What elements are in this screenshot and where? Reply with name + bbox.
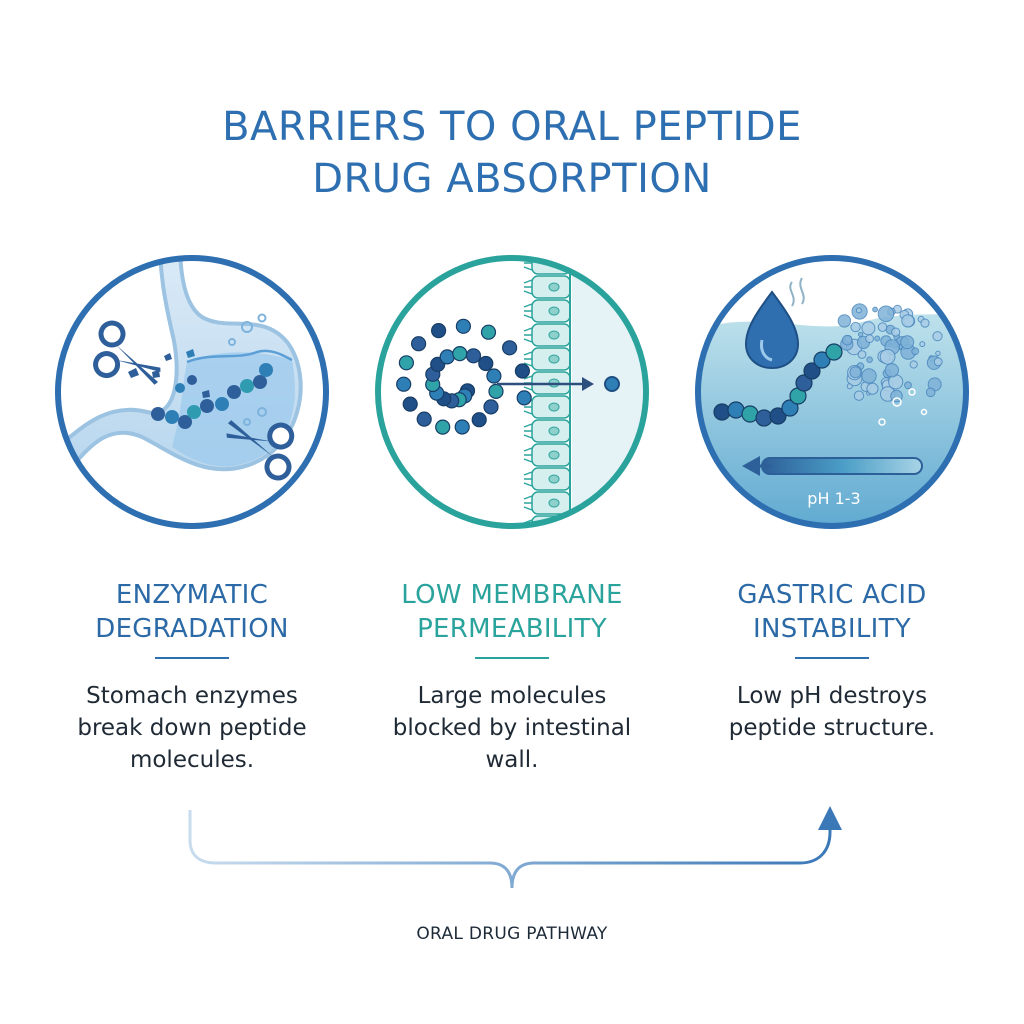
panel-3-divider [795, 657, 869, 659]
panel-2-description: Large molecules blocked by intestinal wa… [362, 680, 662, 776]
water-drop-icon [744, 290, 800, 370]
intestinal-wall-icon [523, 258, 571, 526]
panel-3-heading-line-2: INSTABILITY [753, 614, 911, 644]
panel-3-heading-line-1: GASTRIC ACID [737, 580, 927, 610]
panel-1-heading-line-1: ENZYMATIC [115, 580, 269, 610]
peptide-chain-icon [396, 318, 532, 435]
panel-2-heading: LOW MEMBRANE PERMEABILITY [362, 578, 662, 646]
panel-2-desc-line-2: blocked by intestinal [392, 715, 632, 741]
panel-1-desc-line-3: molecules. [129, 747, 255, 773]
panel-1-description: Stomach enzymes break down peptide molec… [42, 680, 342, 776]
panel-2-desc-line-3: wall. [485, 747, 539, 773]
ph-label: pH 1-3 [807, 489, 860, 508]
panel-2-heading-line-2: PERMEABILITY [417, 614, 607, 644]
title-line-1: BARRIERS TO ORAL PEPTIDE [222, 103, 802, 150]
peptide-fragments [128, 349, 273, 429]
panel-1-divider [155, 657, 229, 659]
membrane-permeability-illustration [375, 255, 649, 529]
panel-3-desc-line-1: Low pH destroys [736, 683, 928, 709]
enzymatic-degradation-illustration [55, 255, 329, 529]
dissolving-peptide [713, 303, 943, 427]
panel-1-heading: ENZYMATIC DEGRADATION [42, 578, 342, 646]
pathway-label: ORAL DRUG PATHWAY [416, 924, 608, 944]
pathway-arrow [188, 806, 842, 889]
panel-3-description: Low pH destroys peptide structure. [682, 680, 982, 744]
panel-1-desc-line-1: Stomach enzymes [86, 683, 298, 709]
panel-2-heading-line-1: LOW MEMBRANE [401, 580, 623, 610]
gastric-acid-illustration: pH 1-3 [695, 255, 969, 529]
ph-scale-icon [742, 456, 923, 476]
steam-icon [789, 277, 805, 307]
panel-2-desc-line-1: Large molecules [417, 683, 607, 709]
panel-3-heading: GASTRIC ACID INSTABILITY [682, 578, 982, 646]
panel-3-desc-line-2: peptide structure. [728, 715, 936, 741]
scissors-icon [93, 320, 161, 385]
title-line-2: DRUG ABSORPTION [312, 155, 712, 202]
arrow-icon [818, 806, 842, 830]
panel-1-desc-line-2: break down peptide [77, 715, 307, 741]
panel-2-divider [475, 657, 549, 659]
pathway-bracket [188, 810, 832, 889]
panel-1-heading-line-2: DEGRADATION [95, 614, 289, 644]
page-title: BARRIERS TO ORAL PEPTIDE DRUG ABSORPTION [0, 101, 1024, 205]
